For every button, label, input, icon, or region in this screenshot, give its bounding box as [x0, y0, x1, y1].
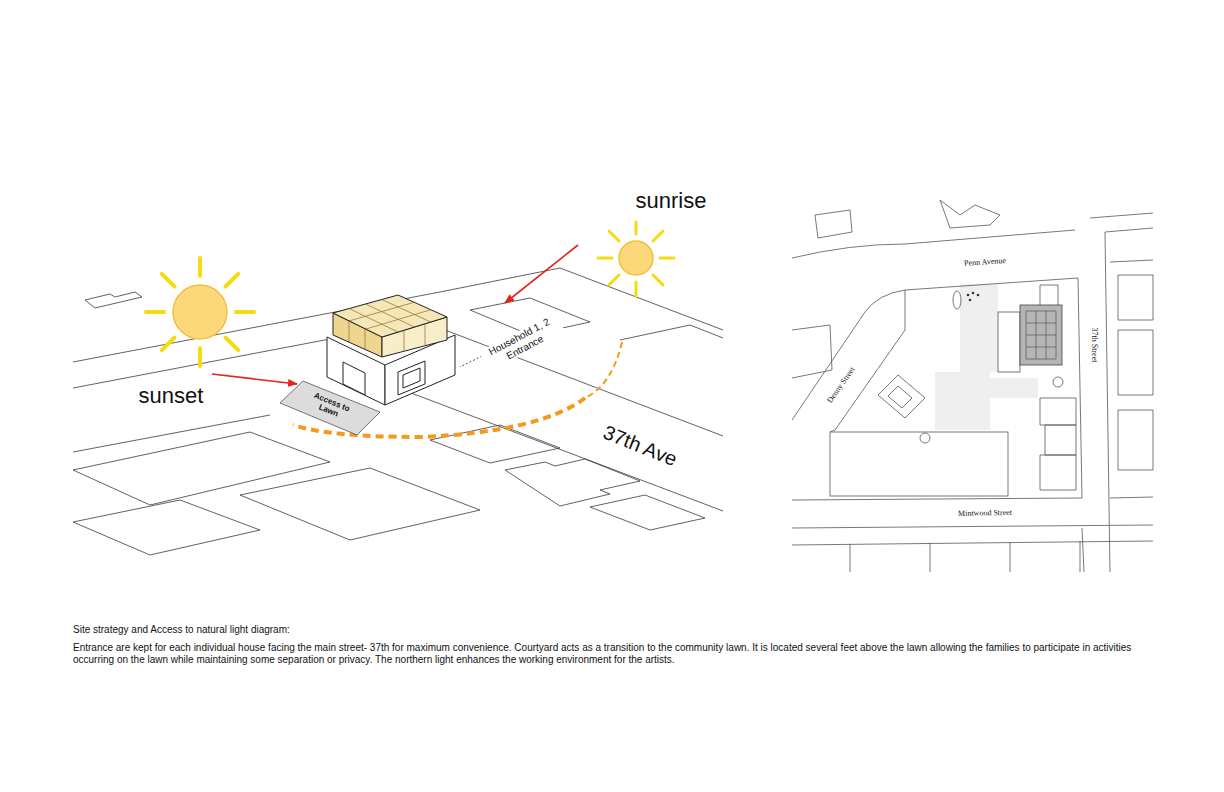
leader-line — [460, 356, 482, 367]
street-name: Mintwood Street — [956, 508, 1014, 518]
street-name: Denny Street — [824, 364, 858, 407]
sun-ray — [226, 338, 239, 351]
tree — [1053, 377, 1063, 387]
house-footprint — [998, 312, 1020, 372]
site-plan — [792, 200, 1153, 572]
sun-ray — [635, 222, 638, 234]
sun-ray — [226, 274, 239, 287]
sun-label: sunrise — [634, 188, 709, 213]
street-name: Penn Avenue — [962, 256, 1008, 268]
sun-symbol — [146, 258, 254, 366]
tree — [953, 291, 961, 309]
sun-ray — [609, 275, 619, 285]
sunlight-arrow — [505, 245, 578, 303]
sun-ray — [236, 310, 254, 314]
bush — [977, 294, 980, 297]
bush — [967, 294, 970, 297]
entrance-label: Household 1, 2 Entrance — [479, 312, 566, 373]
sun-ray — [198, 258, 202, 276]
street-name: 37th Ave — [598, 420, 682, 472]
building-model — [327, 295, 455, 405]
sun-ray — [598, 257, 612, 260]
building-window — [403, 368, 420, 388]
large-building — [830, 432, 1008, 496]
sun-label: sunset — [137, 383, 206, 408]
sun-disc — [619, 241, 653, 275]
building-opening — [343, 362, 365, 395]
sun-ray — [653, 275, 663, 285]
open-space — [935, 372, 990, 430]
sun-ray — [609, 231, 619, 241]
sun-symbol — [598, 222, 674, 296]
lawn-outline — [280, 381, 380, 435]
block-outline — [73, 292, 723, 555]
sun-rays — [146, 258, 254, 366]
sun-ray — [162, 338, 175, 351]
sunlight-arrow — [212, 374, 297, 384]
lawn-area: Access to Lawn — [278, 378, 382, 436]
bushes — [967, 292, 980, 302]
sun-ray — [653, 231, 663, 241]
caption-heading: Site strategy and Access to natural ligh… — [73, 624, 290, 636]
street-outline — [792, 228, 1153, 572]
sun-path-arc — [585, 342, 622, 398]
glass-grid — [349, 300, 431, 352]
sun-ray — [198, 348, 202, 366]
street-name: 37th Street — [1089, 326, 1098, 365]
glass-roof — [333, 295, 447, 337]
open-space — [960, 284, 998, 372]
project-footprint — [1020, 305, 1062, 365]
sun-ray — [146, 310, 164, 314]
sun-rays — [598, 222, 674, 296]
open-space — [990, 378, 1038, 398]
axon-streets — [73, 268, 723, 555]
caption-text: Entrance are kept for each individual ho… — [73, 642, 1151, 665]
tree — [920, 433, 930, 443]
roof-grid — [1026, 311, 1056, 359]
sun-ray — [635, 282, 638, 296]
sun-ray — [660, 257, 674, 260]
plan-streets — [792, 200, 1153, 572]
sun-ray — [162, 274, 175, 287]
bush — [972, 292, 975, 295]
street-outline — [73, 268, 723, 511]
trees — [920, 291, 1063, 443]
building-window — [398, 361, 425, 395]
bush — [969, 299, 972, 302]
sun-disc — [173, 285, 227, 339]
